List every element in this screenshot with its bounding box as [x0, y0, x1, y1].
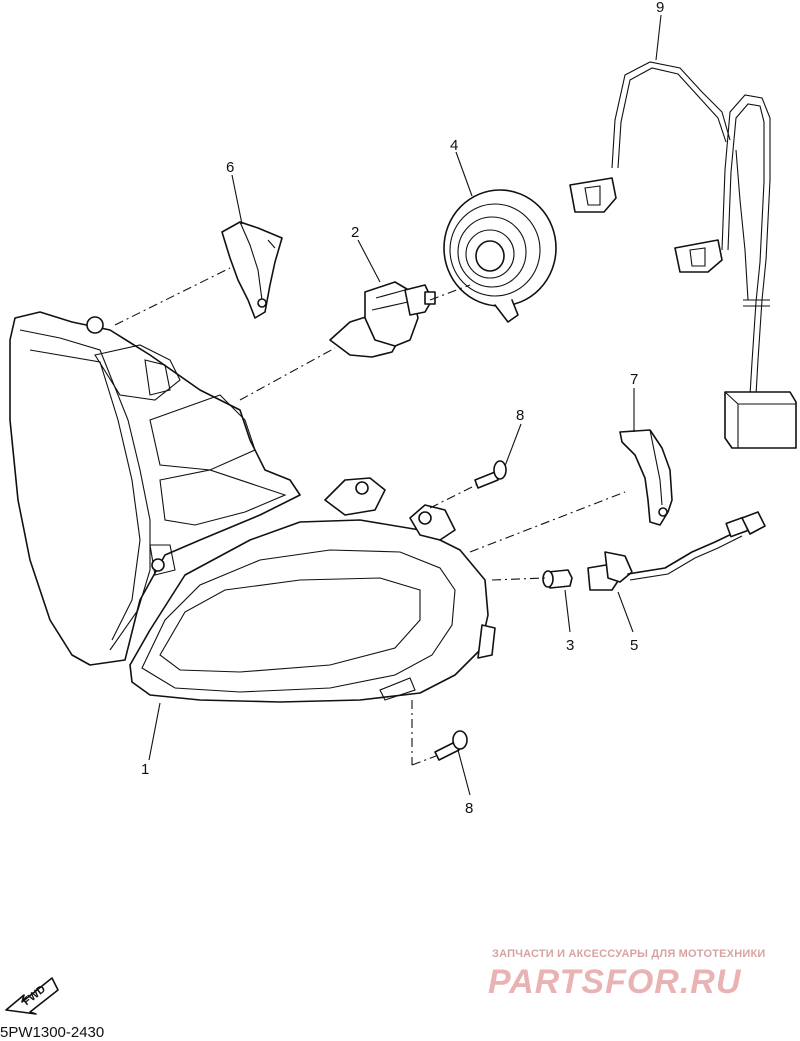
- wire-harness-icon: [569, 61, 797, 449]
- fwd-arrow-icon: FWD: [5, 977, 59, 1015]
- watermark-tagline: ЗАПЧАСТИ И АКСЕССУАРЫ ДЛЯ МОТОТЕХНИКИ: [492, 948, 765, 960]
- callout-2: 2: [351, 224, 359, 241]
- callout-4: 4: [450, 137, 458, 154]
- bulb-cover-icon: [443, 189, 557, 323]
- screw-icon: [474, 460, 507, 489]
- callout-6: 6: [226, 159, 234, 176]
- callout-7: 7: [630, 371, 638, 388]
- screw-icon: [434, 730, 468, 761]
- diagram-code: 5PW1300-2430: [0, 1024, 104, 1041]
- callout-1: 1: [141, 761, 149, 778]
- watermark-brand: PARTSFOR.RU: [488, 963, 742, 1001]
- bulb-icon: [329, 281, 436, 358]
- callout-8-top: 8: [516, 407, 524, 424]
- small-bulb-icon: [542, 569, 573, 589]
- callout-3: 3: [566, 637, 574, 654]
- assembly-lines: [114, 267, 626, 766]
- callout-5: 5: [630, 637, 638, 654]
- watermark: ЗАПЧАСТИ И АКСЕССУАРЫ ДЛЯ МОТОТЕХНИКИ PA…: [488, 948, 765, 1001]
- bracket-icon: [221, 221, 283, 319]
- callout-labels: 1 2 3 4 5 6 7 8 8 9: [141, 0, 664, 817]
- bracket-icon: [619, 429, 673, 526]
- callout-9: 9: [656, 0, 664, 16]
- socket-cord-icon: [587, 511, 766, 591]
- callout-8-bottom: 8: [465, 800, 473, 817]
- headlight-assembly-icon: [9, 311, 496, 703]
- callout-leaders: [148, 14, 662, 796]
